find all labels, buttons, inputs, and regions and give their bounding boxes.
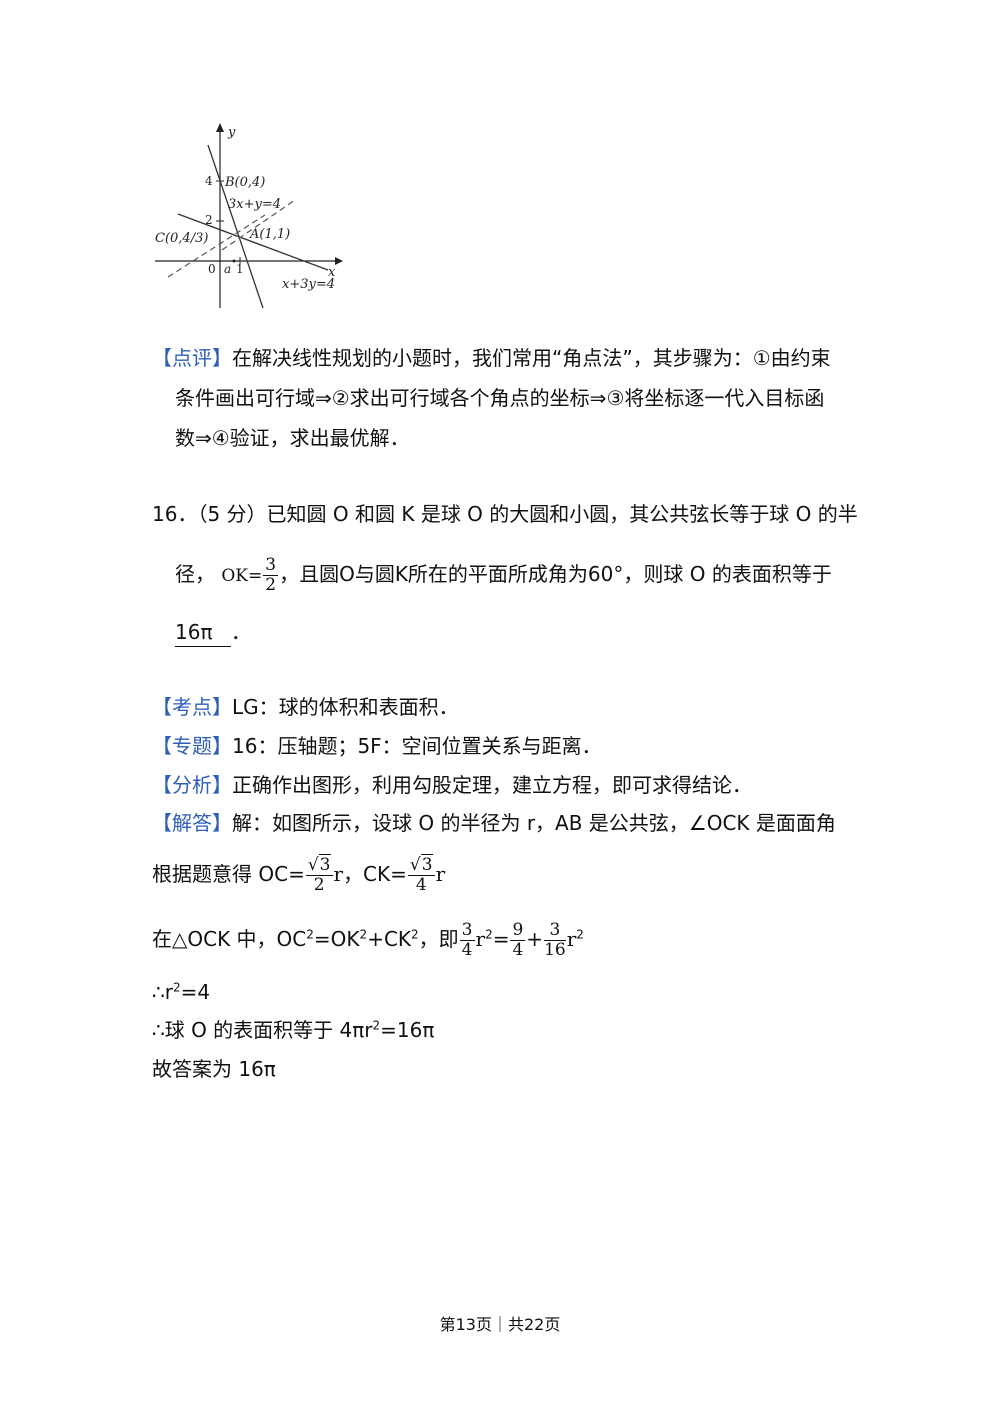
line-2-label: x+3y=4 (282, 277, 335, 292)
q16-line2-pre: 径， (175, 562, 215, 586)
ck-denominator: 4 (415, 875, 427, 895)
fenxi-text: 正确作出图形，利用勾股定理，建立方程，即可求得结论． (232, 773, 752, 797)
point-a-dot (232, 259, 236, 263)
review-line-1: 【点评】在解决线性规划的小题时，我们常用“角点法”，其步骤为：①由约束 (152, 344, 831, 372)
figure-svg: y x 4 2 0 a 1 B(0,4) 3x+y=4 A(1,1) C(0,4… (155, 123, 343, 309)
f2-num: 9 (510, 920, 526, 941)
sol-l2-pre: 根据题意得 OC= (152, 862, 305, 886)
oc-denominator: 2 (313, 875, 325, 895)
f3-den: 16 (544, 940, 566, 960)
point-A-label: A(1,1) (249, 227, 290, 242)
review-line-2: 条件画出可行域⇒②求出可行域各个角点的坐标⇒③将坐标逐一代入目标函 (175, 386, 825, 410)
dashed-line-lower (167, 214, 266, 278)
sol-l3-pre: 在△OCK 中，OC (152, 927, 307, 951)
answer-blank: 16π (175, 618, 231, 647)
ck-square: 2 (411, 927, 419, 942)
page-footer: 第13页｜共22页 (439, 1315, 561, 1334)
r-2: r (435, 862, 446, 886)
ok-numerator: 3 (263, 555, 279, 576)
review-tag: 【点评】 (152, 346, 232, 370)
tick-label-2: 2 (205, 213, 213, 227)
sol-l4-post: =4 (180, 980, 211, 1004)
linear-programming-figure: y x 4 2 0 a 1 B(0,4) 3x+y=4 A(1,1) C(0,4… (150, 120, 350, 315)
r-a-square: 2 (485, 927, 493, 942)
line-3x-plus-y (207, 144, 264, 309)
jieda-text: 解：如图所示，设球 O 的半径为 r，AB 是公共弦，∠OCK 是面面角 (232, 811, 836, 835)
r-b: r (566, 927, 577, 951)
zhuanti-text: 16：压轴题；5F：空间位置关系与距离． (232, 734, 602, 758)
x-axis-label: x (328, 265, 336, 280)
oc-numerator: √3 (305, 854, 333, 876)
r-1: r (333, 862, 344, 886)
sol-l5-post: =16π (380, 1018, 435, 1042)
jieda-tag: 【解答】 (152, 811, 232, 835)
point-C-label: C(0,4/3) (155, 231, 208, 246)
sol-l3-eq: =OK (313, 927, 360, 951)
zhuanti-tag: 【专题】 (152, 734, 232, 758)
sol-l3-ji: ，即 (418, 927, 459, 951)
y-axis-arrow (216, 123, 224, 132)
zhuanti-line: 【专题】16：压轴题；5F：空间位置关系与距离． (152, 732, 602, 760)
sol-l5-pre: ∴球 O 的表面积等于 4πr (152, 1018, 373, 1042)
review-text-1: 在解决线性规划的小题时，我们常用“角点法”，其步骤为：①由约束 (232, 346, 831, 370)
dashed-line-upper (221, 199, 296, 251)
ck-numerator: √3 (407, 854, 435, 876)
solution-line-5: ∴球 O 的表面积等于 4πr2=16π (152, 1016, 434, 1044)
equals: = (492, 927, 510, 951)
fenxi-line: 【分析】正确作出图形，利用勾股定理，建立方程，即可求得结论． (152, 771, 752, 799)
line-1-label: 3x+y=4 (228, 197, 281, 212)
ok-denominator: 2 (265, 575, 277, 595)
point-B-label: B(0,4) (224, 175, 265, 190)
kaodian-text: LG：球的体积和表面积． (232, 695, 459, 719)
tick-label-0: 0 (208, 262, 216, 276)
question-16-answer-line: 16π． (175, 618, 251, 647)
oc-sqrt-value: 3 (318, 854, 331, 875)
plus: + (526, 927, 544, 951)
sol-l4-pre: ∴r (152, 980, 173, 1004)
f1-den: 4 (461, 940, 473, 960)
jieda-line: 【解答】解：如图所示，设球 O 的半径为 r，AB 是公共弦，∠OCK 是面面角 (152, 809, 836, 837)
review-line-3: 数⇒④验证，求出最优解． (175, 426, 410, 450)
x-axis-arrow (335, 257, 343, 265)
sol-l3-plus: +CK (367, 927, 412, 951)
ck-sqrt-value: 3 (420, 854, 433, 875)
f3-num: 3 (544, 921, 566, 941)
r-b-square: 2 (576, 927, 584, 942)
sol-l2-mid: ，CK= (343, 862, 407, 886)
question-16-line-1: 16．（5 分）已知圆 O 和圆 K 是球 O 的大圆和小圆，其公共弦长等于球 … (152, 502, 858, 526)
f1-num: 3 (459, 920, 475, 941)
kaodian-tag: 【考点】 (152, 695, 232, 719)
tick-label-4: 4 (205, 174, 213, 188)
y-axis-label: y (227, 125, 236, 140)
tick-label-1: 1 (236, 262, 244, 276)
oc-square: 2 (306, 927, 314, 942)
fenxi-tag: 【分析】 (152, 773, 232, 797)
kaodian-line: 【考点】LG：球的体积和表面积． (152, 693, 459, 721)
q16-line2-post: ，且圆O与圆K所在的平面所成角为60°，则球 O 的表面积等于 (279, 562, 832, 586)
r-a: r (475, 927, 486, 951)
f2-den: 4 (512, 940, 524, 960)
tick-label-a: a (224, 262, 231, 276)
sol-l5-square: 2 (372, 1018, 381, 1033)
solution-line-6: 故答案为 16π (152, 1057, 276, 1081)
ok-square: 2 (359, 927, 368, 942)
line-x-plus-3y (177, 213, 329, 271)
solution-line-4: ∴r2=4 (152, 978, 210, 1006)
ok-label: OK= (221, 566, 263, 586)
sol-l4-square: 2 (172, 980, 181, 995)
answer-period: ． (231, 620, 251, 644)
